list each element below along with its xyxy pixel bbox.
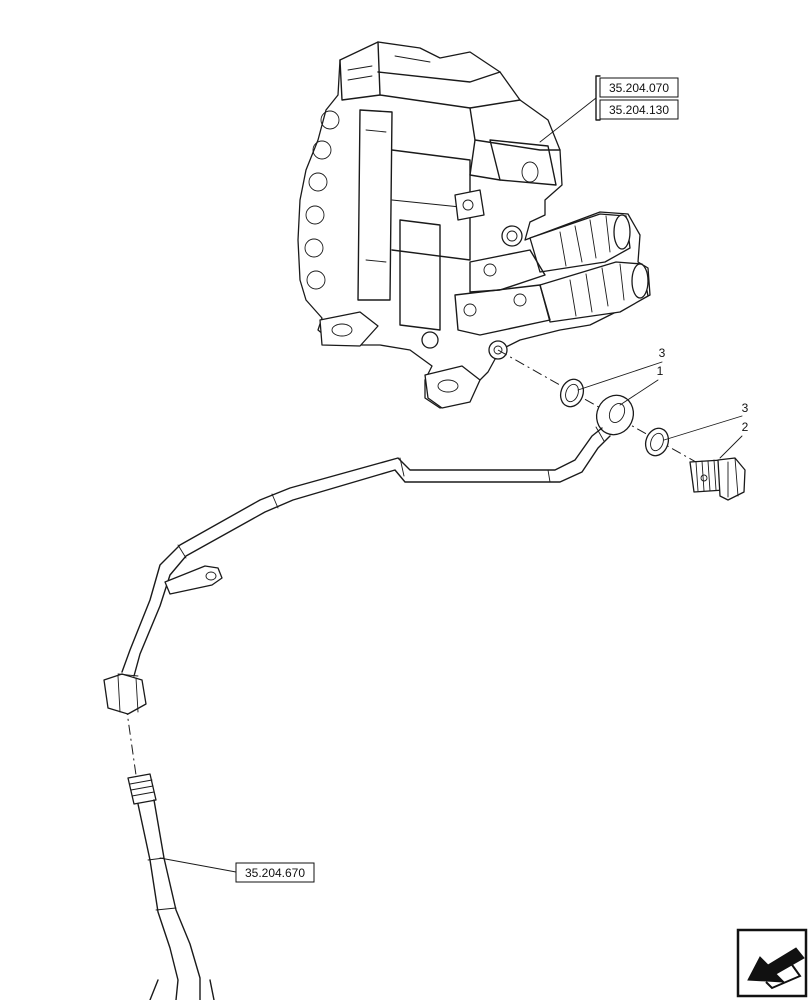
ref-label-35-204-070[interactable]: 35.204.070 <box>609 81 669 95</box>
arrow-back-icon <box>747 947 805 990</box>
callout-item-2: 2 <box>719 420 749 459</box>
solenoid-lower <box>539 261 649 323</box>
sealing-washer-right <box>644 427 670 457</box>
ref-label-35-204-130[interactable]: 35.204.130 <box>609 103 669 117</box>
banjo-bolt <box>689 457 746 501</box>
ref-label-35-204-670[interactable]: 35.204.670 <box>245 866 305 880</box>
ref-box-valve[interactable]: 35.204.070 35.204.130 <box>539 75 679 143</box>
callout-number-3: 3 <box>659 346 666 360</box>
callout-item-3-right: 3 <box>663 401 749 441</box>
hydraulic-pipe <box>103 394 635 715</box>
lower-pipe <box>127 773 215 1000</box>
callout-item-3-left: 3 <box>577 346 666 391</box>
callout-item-1: 1 <box>619 364 664 406</box>
assembly-axis-lower <box>125 704 137 776</box>
valve-side-bumps <box>304 110 340 290</box>
callout-number-2: 2 <box>742 420 749 434</box>
control-valve-assembly <box>297 41 651 409</box>
solenoid-upper <box>529 213 631 273</box>
callout-number-3: 3 <box>742 401 749 415</box>
ref-box-pipe[interactable]: 35.204.670 <box>159 857 315 883</box>
sealing-washer-left <box>559 378 585 408</box>
callout-number-1: 1 <box>657 364 664 378</box>
nav-back-icon-button[interactable] <box>736 928 808 998</box>
